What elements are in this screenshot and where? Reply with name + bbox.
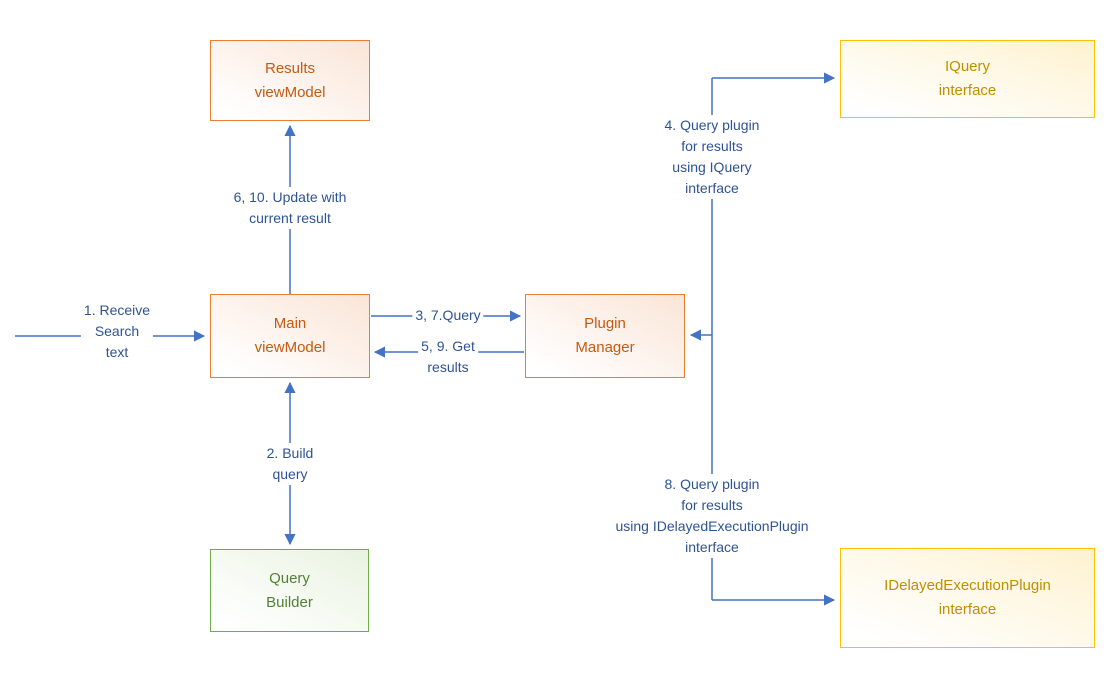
edge-label-query-iquery: 4. Query plugin for results using IQuery… <box>661 115 763 199</box>
node-idelayedexecutionplugin-interface: IDelayedExecutionPlugin interface <box>840 548 1095 648</box>
edge-label-receive-search: 1. Receive Search text <box>80 300 154 363</box>
node-main-viewmodel: Main viewModel <box>210 294 370 378</box>
node-results-viewmodel: Results viewModel <box>210 40 370 121</box>
edge-label-query-idelayed: 8. Query plugin for results using IDelay… <box>612 474 812 558</box>
node-plugin-manager: Plugin Manager <box>525 294 685 378</box>
edge-label-query: 3, 7.Query <box>412 305 484 326</box>
node-iquery-interface: IQuery interface <box>840 40 1095 118</box>
edge-label-update-result: 6, 10. Update with current result <box>230 187 350 229</box>
node-query-builder: Query Builder <box>210 549 369 632</box>
edge-label-get-results: 5, 9. Get results <box>418 336 478 378</box>
edge-label-build-query: 2. Build query <box>263 443 317 485</box>
